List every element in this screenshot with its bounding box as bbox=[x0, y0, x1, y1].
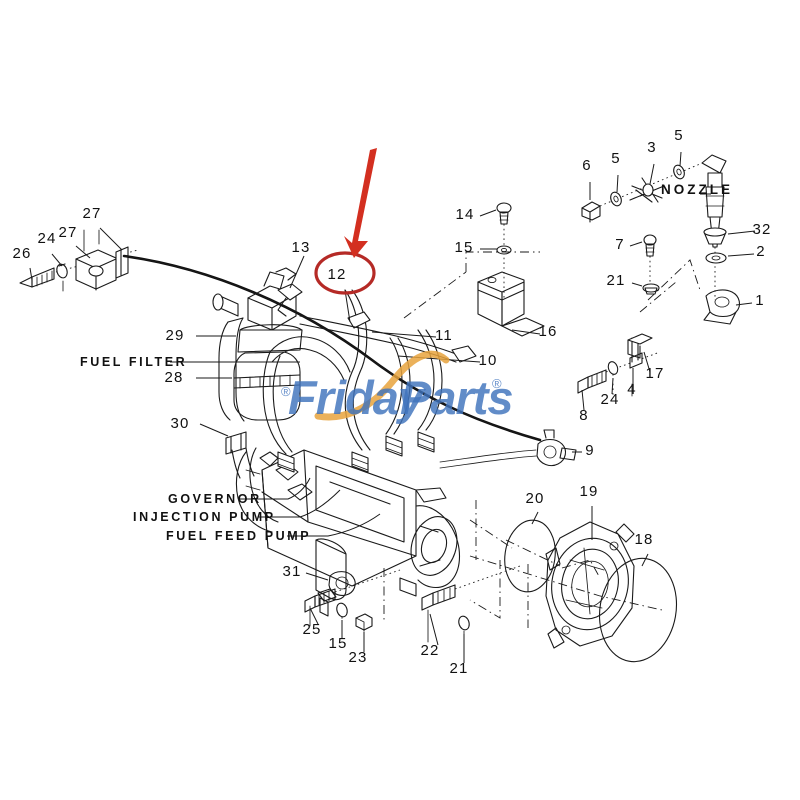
text-label-fuel-filter: FUEL FILTER bbox=[80, 355, 187, 369]
part-number-13: 13 bbox=[291, 239, 310, 256]
watermark-reg-right: ® bbox=[492, 376, 502, 391]
part-number-10: 10 bbox=[478, 352, 497, 369]
part-number-6: 6 bbox=[582, 157, 592, 174]
text-label-fuel-feed-pump: FUEL FEED PUMP bbox=[166, 529, 311, 543]
part-number-26: 26 bbox=[12, 245, 31, 262]
part-number-2: 2 bbox=[756, 243, 766, 260]
part-number-5: 5 bbox=[611, 150, 621, 167]
watermark-reg-left: ® bbox=[281, 384, 291, 399]
part-number-29: 29 bbox=[165, 327, 184, 344]
callout-arrow-icon bbox=[344, 148, 377, 258]
part-number-27: 27 bbox=[82, 205, 101, 222]
part-number-9: 9 bbox=[585, 442, 595, 459]
part-number-31: 31 bbox=[282, 563, 301, 580]
part-group-bracket-17 bbox=[439, 333, 661, 469]
part-number-24: 24 bbox=[600, 391, 619, 408]
part-group-injection-pump bbox=[212, 267, 461, 617]
part-number-15: 15 bbox=[454, 239, 473, 256]
part-group-injection-pipes bbox=[262, 283, 477, 473]
part-number-3: 3 bbox=[647, 139, 657, 156]
part-number-28: 28 bbox=[164, 369, 183, 386]
part-number-24: 24 bbox=[37, 230, 56, 247]
part-number-1: 1 bbox=[755, 292, 765, 309]
part-number-27: 27 bbox=[58, 224, 77, 241]
part-group-nozzle bbox=[581, 154, 741, 325]
part-number-20: 20 bbox=[525, 490, 544, 507]
highlight-circle bbox=[314, 251, 376, 295]
part-number-23: 23 bbox=[348, 649, 367, 666]
part-number-8: 8 bbox=[579, 407, 589, 424]
part-number-4: 4 bbox=[627, 381, 637, 398]
text-label-nozzle: NOZZLE bbox=[661, 182, 733, 197]
part-group-left-bolt bbox=[19, 229, 139, 292]
part-number-21: 21 bbox=[606, 272, 625, 289]
watermark-word-two: Parts bbox=[400, 371, 513, 424]
part-group-flywheel-housing bbox=[469, 519, 678, 663]
part-number-12: 12 bbox=[327, 266, 346, 283]
part-number-5: 5 bbox=[674, 127, 684, 144]
part-number-19: 19 bbox=[579, 483, 598, 500]
part-number-32: 32 bbox=[752, 221, 771, 238]
part-number-18: 18 bbox=[634, 531, 653, 548]
part-number-16: 16 bbox=[538, 323, 557, 340]
part-number-30: 30 bbox=[170, 415, 189, 432]
word-label-group: FUEL FILTER GOVERNOR INJECTION PUMP FUEL FE… bbox=[80, 182, 733, 543]
part-number-7: 7 bbox=[615, 236, 625, 253]
part-group-fuel-filter bbox=[218, 317, 303, 479]
watermark-word-one: Friday bbox=[288, 371, 427, 424]
part-group-bracket-16 bbox=[403, 202, 545, 337]
text-label-governor: GOVERNOR bbox=[168, 492, 262, 506]
part-number-17: 17 bbox=[645, 365, 664, 382]
part-number-15: 15 bbox=[328, 635, 347, 652]
part-number-11: 11 bbox=[435, 327, 453, 344]
part-number-21: 21 bbox=[449, 660, 468, 677]
part-number-25: 25 bbox=[302, 621, 321, 638]
text-label-injection-pump: INJECTION PUMP bbox=[133, 510, 276, 524]
part-number-14: 14 bbox=[455, 206, 474, 223]
part-number-22: 22 bbox=[420, 642, 439, 659]
leader-lines bbox=[29, 151, 756, 663]
